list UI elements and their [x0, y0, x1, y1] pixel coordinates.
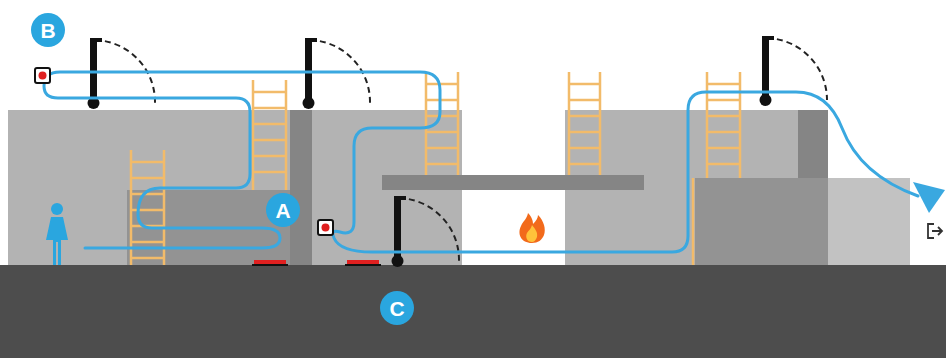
platform	[382, 175, 644, 190]
low-block	[828, 178, 910, 265]
exit-arrow	[932, 227, 942, 235]
inner-block	[695, 178, 828, 265]
ladder	[426, 72, 458, 175]
door-pivot	[392, 255, 404, 267]
switch-light	[39, 72, 47, 80]
switch-light	[322, 224, 330, 232]
platform	[382, 175, 644, 190]
callout-circle: B	[31, 13, 65, 47]
door	[392, 196, 460, 267]
route-path	[44, 72, 918, 252]
switch-box	[318, 220, 333, 235]
door-hinge	[394, 196, 406, 200]
pressure-plate	[254, 260, 286, 264]
switch-box	[35, 68, 50, 83]
door-pivot	[303, 97, 315, 109]
player-body	[46, 217, 68, 265]
pillar	[290, 110, 312, 265]
player-figure	[46, 203, 68, 265]
player-head	[51, 203, 63, 215]
callout-letter: C	[389, 298, 404, 319]
ground	[0, 265, 946, 358]
door-pivot	[760, 94, 772, 106]
door-hinge	[762, 36, 774, 40]
ladder	[569, 72, 600, 175]
ladder	[131, 72, 740, 265]
callout-letter: A	[275, 200, 290, 221]
callout-circle: C	[380, 291, 414, 325]
door-hinge	[90, 38, 102, 42]
fire-core	[526, 225, 537, 242]
exit-icon	[928, 224, 942, 238]
ladder	[707, 72, 740, 178]
callout-letter: B	[40, 20, 55, 41]
fire	[519, 213, 544, 243]
pillar	[798, 110, 828, 178]
door-bar	[762, 36, 769, 100]
door-hinge	[305, 38, 317, 42]
pressure-plate	[347, 260, 379, 264]
plate-base	[252, 264, 288, 266]
wall-block	[8, 110, 290, 265]
plate-base	[345, 264, 381, 266]
ladder	[253, 80, 286, 190]
ladder-rail	[692, 178, 695, 265]
callout-circle: A	[266, 193, 300, 227]
route-arrowhead	[913, 182, 945, 213]
